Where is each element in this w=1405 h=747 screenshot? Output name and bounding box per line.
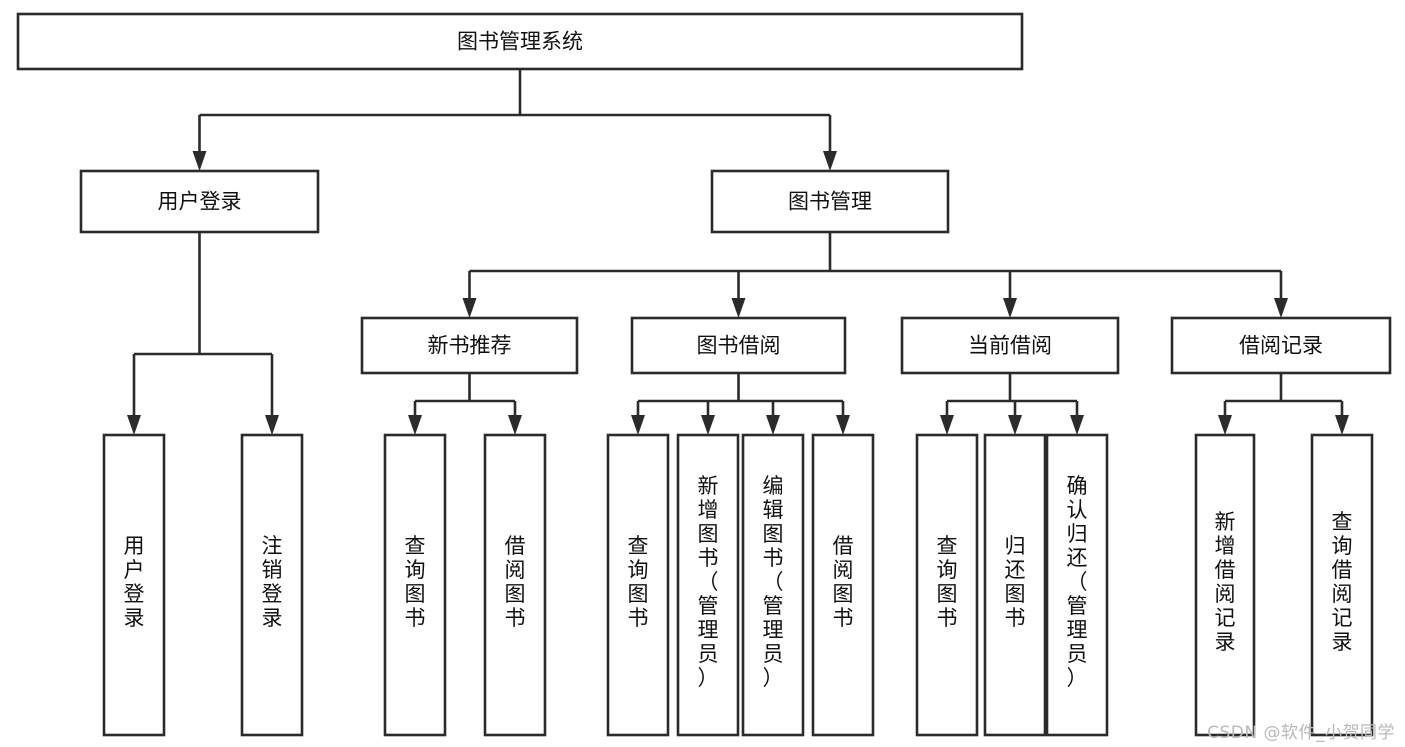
node-leaf-logout[interactable]: 注销登录 — [240, 433, 304, 737]
arrow-head-icon — [823, 151, 837, 171]
arrow-head-icon — [192, 151, 207, 171]
node-leaf-query-book-recommend[interactable]: 查询图书 — [383, 433, 447, 737]
arrow-head-icon — [265, 415, 279, 435]
arrow-head-icon — [508, 415, 522, 435]
node-label-leaf-add-book-admin: 新增图书（管理员） — [698, 474, 719, 690]
node-leaf-edit-book-admin[interactable]: 编辑图书（管理员） — [741, 433, 805, 737]
node-layer: 图书管理系统用户登录图书管理新书推荐图书借阅当前借阅借阅记录用户登录注销登录查询… — [16, 12, 1392, 737]
node-box-book-borrow — [630, 316, 847, 375]
connector-group-user-login — [127, 232, 279, 435]
node-box-user-login — [79, 169, 320, 234]
arrow-head-icon — [701, 415, 715, 435]
arrow-head-icon — [940, 415, 954, 435]
node-label-root: 图书管理系统 — [457, 30, 583, 54]
node-leaf-borrow-book-recommend[interactable]: 借阅图书 — [483, 433, 547, 737]
arrow-head-icon — [1003, 298, 1017, 318]
node-label-leaf-borrow-book-recommend: 借阅图书 — [505, 534, 526, 630]
arrow-head-icon — [127, 415, 141, 435]
node-box-leaf-borrow-book-recommend — [483, 433, 547, 737]
node-label-leaf-user-login: 用户登录 — [124, 534, 145, 630]
connector-group-book-borrow — [631, 373, 850, 435]
node-label-leaf-query-book-current: 查询图书 — [937, 534, 958, 630]
connector-layer — [127, 69, 1349, 435]
node-box-leaf-borrow-book — [811, 433, 875, 737]
arrow-head-icon — [766, 415, 780, 435]
node-label-leaf-add-borrow-record: 新增借阅记录 — [1215, 510, 1236, 654]
arrow-head-icon — [836, 415, 850, 435]
node-box-leaf-confirm-return-admin — [1045, 433, 1109, 737]
arrow-head-icon — [1008, 415, 1022, 435]
node-label-user-login: 用户登录 — [158, 190, 242, 214]
node-box-leaf-edit-book-admin — [741, 433, 805, 737]
node-current-borrow[interactable]: 当前借阅 — [900, 316, 1120, 375]
arrow-head-icon — [1070, 415, 1084, 435]
arrow-head-icon — [1218, 415, 1232, 435]
node-book-management[interactable]: 图书管理 — [710, 169, 950, 234]
node-label-leaf-query-book-recommend: 查询图书 — [405, 534, 426, 630]
connector-group-borrow-record — [1218, 373, 1349, 435]
node-box-root — [16, 12, 1024, 71]
node-leaf-add-borrow-record[interactable]: 新增借阅记录 — [1194, 433, 1256, 737]
node-leaf-confirm-return-admin[interactable]: 确认归还（管理员） — [1045, 433, 1109, 737]
arrow-head-icon — [731, 298, 746, 318]
node-box-leaf-query-book-current — [915, 433, 979, 737]
connector-group-current-borrow — [940, 373, 1084, 435]
node-box-leaf-return-book — [983, 433, 1047, 737]
node-box-leaf-add-borrow-record — [1194, 433, 1256, 737]
node-box-leaf-query-borrow-record — [1310, 433, 1374, 737]
node-label-book-borrow: 图书借阅 — [697, 334, 781, 358]
node-root[interactable]: 图书管理系统 — [16, 12, 1024, 71]
node-leaf-add-book-admin[interactable]: 新增图书（管理员） — [676, 433, 740, 737]
node-leaf-user-login[interactable]: 用户登录 — [102, 433, 166, 737]
node-box-leaf-query-book-borrow — [606, 433, 670, 737]
arrow-head-icon — [631, 415, 645, 435]
arrow-head-icon — [462, 298, 477, 318]
node-new-book-recommend[interactable]: 新书推荐 — [360, 316, 579, 375]
node-borrow-record[interactable]: 借阅记录 — [1170, 316, 1392, 375]
node-box-current-borrow — [900, 316, 1120, 375]
node-user-login[interactable]: 用户登录 — [79, 169, 320, 234]
node-label-book-management: 图书管理 — [788, 190, 872, 214]
node-label-borrow-record: 借阅记录 — [1239, 334, 1323, 358]
node-leaf-return-book[interactable]: 归还图书 — [983, 433, 1047, 737]
node-leaf-query-borrow-record[interactable]: 查询借阅记录 — [1310, 433, 1374, 737]
connector-group-root — [192, 69, 837, 171]
node-label-leaf-query-book-borrow: 查询图书 — [628, 534, 649, 630]
node-label-leaf-logout: 注销登录 — [262, 534, 283, 630]
node-box-leaf-logout — [240, 433, 304, 737]
node-leaf-borrow-book[interactable]: 借阅图书 — [811, 433, 875, 737]
connector-group-new-book-recommend — [408, 373, 522, 435]
node-leaf-query-book-borrow[interactable]: 查询图书 — [606, 433, 670, 737]
arrow-head-icon — [1274, 298, 1288, 318]
node-label-leaf-edit-book-admin: 编辑图书（管理员） — [763, 474, 784, 690]
node-box-borrow-record — [1170, 316, 1392, 375]
node-box-new-book-recommend — [360, 316, 579, 375]
arrow-head-icon — [1335, 415, 1349, 435]
node-label-current-borrow: 当前借阅 — [968, 334, 1052, 358]
node-label-leaf-borrow-book: 借阅图书 — [833, 534, 854, 630]
node-label-leaf-confirm-return-admin: 确认归还（管理员） — [1067, 474, 1088, 690]
node-label-leaf-query-borrow-record: 查询借阅记录 — [1332, 510, 1353, 654]
connector-group-book-management — [462, 232, 1288, 318]
arrow-head-icon — [408, 415, 422, 435]
node-box-leaf-query-book-recommend — [383, 433, 447, 737]
node-box-book-management — [710, 169, 950, 234]
node-label-new-book-recommend: 新书推荐 — [428, 334, 512, 358]
node-label-leaf-return-book: 归还图书 — [1005, 534, 1026, 630]
node-leaf-query-book-current[interactable]: 查询图书 — [915, 433, 979, 737]
node-box-leaf-add-book-admin — [676, 433, 740, 737]
node-book-borrow[interactable]: 图书借阅 — [630, 316, 847, 375]
node-box-leaf-user-login — [102, 433, 166, 737]
